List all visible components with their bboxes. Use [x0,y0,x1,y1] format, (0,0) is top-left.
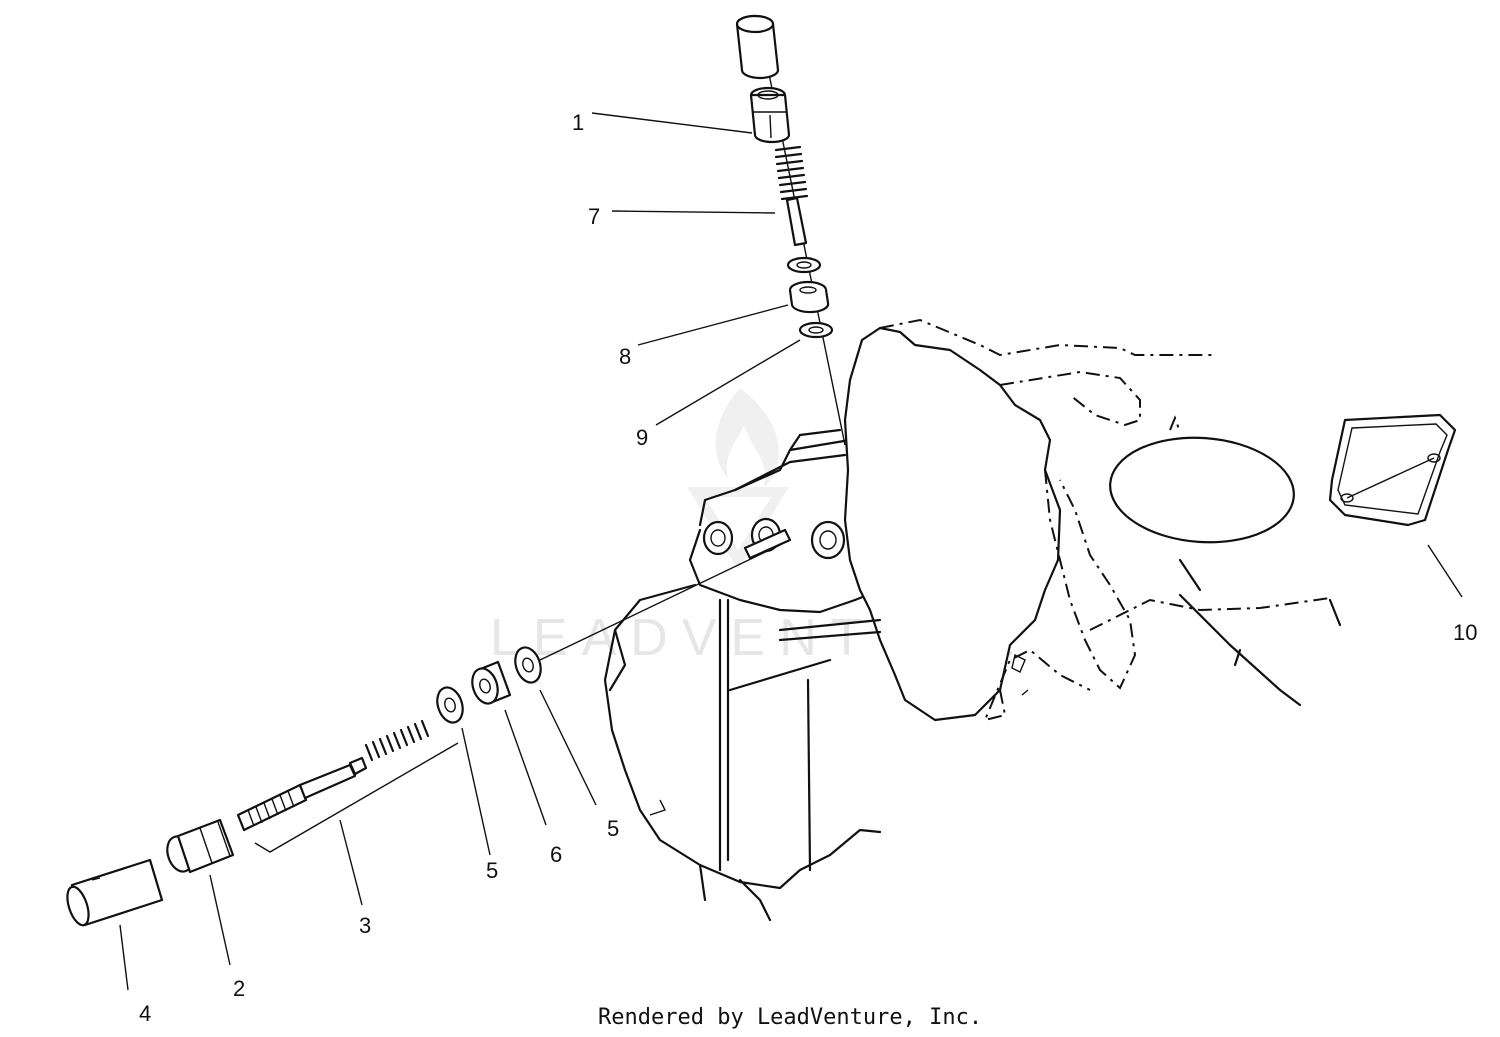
callout-5-left: 5 [486,858,498,883]
washer-part-5-left [436,686,464,724]
callout-2: 2 [233,976,245,1001]
washer-lower [798,321,834,339]
render-credit: Rendered by LeadVenture, Inc. [598,1005,982,1030]
nut-part-2 [166,818,235,874]
callout-1: 1 [572,110,584,135]
callout-8: 8 [619,344,631,369]
callout-6: 6 [550,842,562,867]
callout-labels: 1 7 8 9 10 5 6 5 3 5 2 4 [139,110,1477,1026]
callout-9: 9 [636,425,648,450]
washer-upper [786,256,822,274]
upper-valve-assembly [735,14,846,446]
spring-pin-upper [774,145,809,247]
cap-top [735,14,780,80]
callout-10: 10 [1453,620,1477,645]
nut-part-6 [471,660,512,705]
leader-lines [119,112,1463,991]
lower-valve-assembly [66,528,792,927]
washer-part-5-right [514,646,542,684]
cap-part-4 [66,858,164,927]
nut-upper [788,280,830,314]
callout-3: 3 [359,913,371,938]
screw-part-3 [236,719,430,832]
plug-nut [749,86,791,144]
cover-plate-part-10 [1328,413,1457,527]
callout-4: 4 [139,1001,151,1026]
callout-7: 7 [588,204,600,229]
housing [603,318,1342,922]
callout-5-right: 5 [607,816,619,841]
